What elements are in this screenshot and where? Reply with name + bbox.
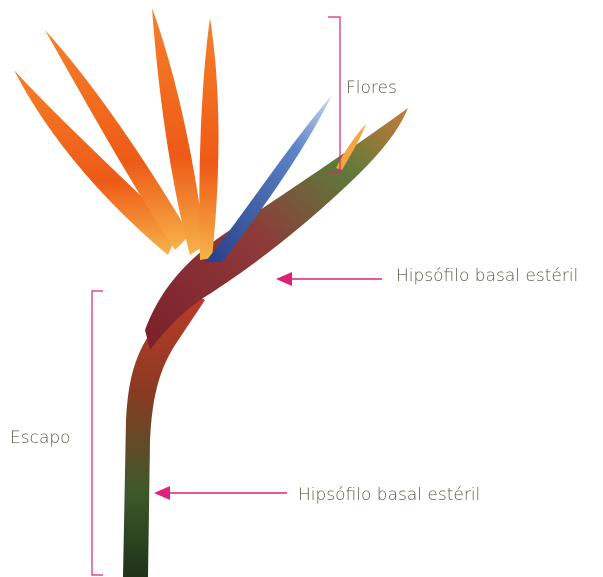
label-flores: Flores xyxy=(346,78,397,98)
scape-stem xyxy=(123,290,205,577)
label-hipsofilo-bottom: Hipsófilo basal estéril xyxy=(298,485,480,505)
arrow-head-bottom-icon xyxy=(154,486,170,500)
arrow-head-top-icon xyxy=(276,272,292,286)
arrow-top xyxy=(276,272,382,286)
escapo-bracket xyxy=(92,291,103,575)
orange-petal-right xyxy=(199,18,218,260)
arrow-bottom xyxy=(154,486,287,500)
flores-bracket xyxy=(328,17,340,172)
label-escapo: Escapo xyxy=(10,428,71,448)
label-hipsofilo-top: Hipsófilo basal estéril xyxy=(396,266,578,286)
